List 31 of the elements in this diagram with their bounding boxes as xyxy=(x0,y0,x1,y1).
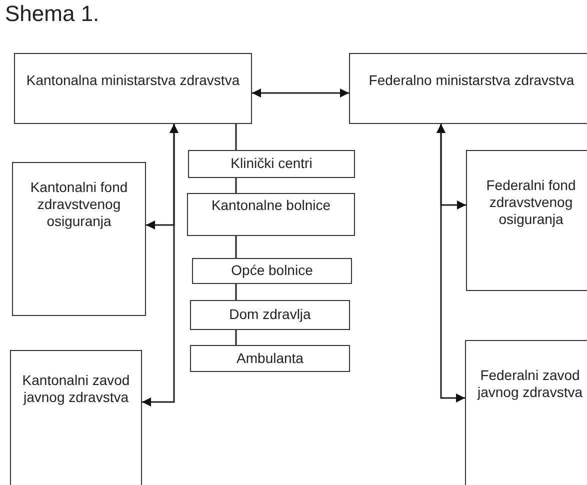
box-label: Federalni zavod javnog zdravstva xyxy=(476,367,584,401)
connector-line xyxy=(235,124,237,150)
box-label: Dom zdravlja xyxy=(228,306,312,323)
connector-line xyxy=(235,178,237,193)
box-label: Kantonalni zavod javnog zdravstva xyxy=(21,372,131,406)
arrow xyxy=(252,88,349,98)
process-box xyxy=(349,53,587,124)
diagram-title: Shema 1. xyxy=(5,1,100,27)
box-label: Federalno ministarstva zdravstva xyxy=(368,72,576,89)
box-label: Federalni fond zdravstvenog osiguranja xyxy=(485,177,577,228)
process-box xyxy=(188,150,355,178)
box-label: Kantonalni fond zdravstvenog osiguranja xyxy=(29,179,129,230)
process-box xyxy=(14,53,252,124)
connector-line xyxy=(235,284,237,300)
process-box xyxy=(10,350,142,485)
process-box xyxy=(190,300,350,330)
process-box xyxy=(12,162,146,316)
process-box xyxy=(465,340,587,485)
box-label: Ambulanta xyxy=(236,350,304,367)
connector-line xyxy=(235,236,237,258)
box-label: Klinički centri xyxy=(230,155,314,172)
arrow xyxy=(436,124,465,402)
process-box xyxy=(192,258,352,284)
box-label: Kantonalna ministarstva zdravstva xyxy=(25,72,241,89)
box-label: Opće bolnice xyxy=(230,262,314,279)
process-box xyxy=(466,150,587,291)
connector-line xyxy=(235,330,237,345)
process-box xyxy=(187,193,355,236)
box-label: Kantonalne bolnice xyxy=(210,197,332,214)
process-box xyxy=(190,345,350,372)
arrow xyxy=(142,124,178,406)
